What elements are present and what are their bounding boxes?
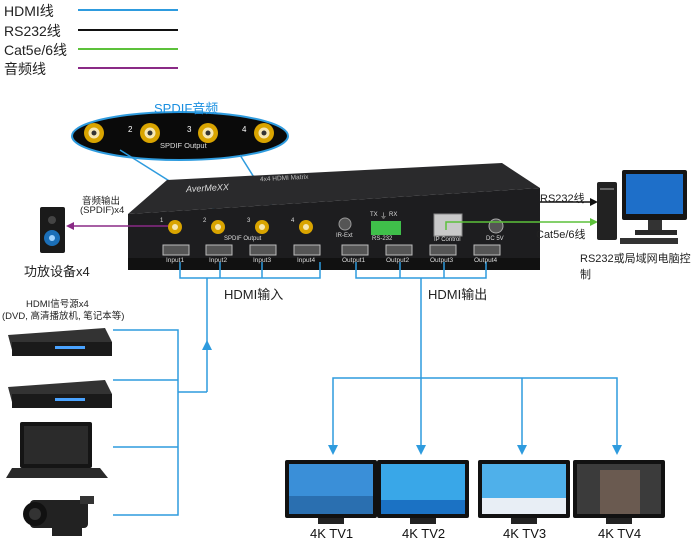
device-output-1: Output1 [342,257,366,264]
device-dc-jack [488,218,504,234]
pc-control-label: RS232或局域网电脑控制 [580,253,691,281]
hdmi-out-label: HDMI输出 [428,287,488,302]
spdif-num-2: 2 [128,125,133,134]
spdif-rca-1 [84,123,104,143]
tv-4-label: 4K TV4 [598,526,642,541]
device-front-face [128,188,540,262]
pc-icon [597,170,687,244]
device-input-3: Input3 [253,257,272,264]
rs232-wire-label: RS232线 [540,193,585,205]
cat-wire [445,218,598,230]
device-dc-label: DC 5V [486,236,504,242]
sources-title: HDMI信号源x4 [26,299,89,310]
spdif-rca-4 [254,123,274,143]
cat-wire-label: Cat5e/6线 [536,229,586,241]
device-rs232-terminal [371,221,401,235]
device-input-1: Input1 [166,257,185,264]
legend-hdmi-label: HDMI线 [4,3,54,19]
legend-rs232-label: RS232线 [4,23,61,39]
hdmi-output-wires [332,262,618,448]
spdif-callout [71,111,293,239]
sources-sub: (DVD, 高清播放机, 笔记本等) [2,311,125,322]
source-laptop [6,422,108,478]
spdif-num-4: 4 [242,125,247,134]
spdif-num-3: 3 [187,125,192,134]
tv-2-icon [377,460,469,524]
spdif-panel-label: SPDIF Output [160,141,207,150]
audio-wire [66,222,168,230]
audio-out-label: 音频输出 [82,196,121,207]
spdif-title: SPDIF音频 [154,101,219,116]
amplifier-label: 功放设备x4 [24,264,90,279]
device-ip-label: IP Control [434,237,461,243]
device-ir-label: IR-Ext [336,233,353,239]
device-ip-port [433,213,463,237]
device-output-3: Output3 [430,257,454,264]
tv-3-label: 4K TV3 [503,526,547,541]
tv-2-label: 4K TV2 [402,526,446,541]
device-rs232-gnd: ⏚ [380,213,387,220]
device-ir-jack [338,217,352,231]
hdmi-input-arrow [202,340,212,350]
device-output-2: Output2 [386,257,410,264]
device-input-4: Input4 [297,257,316,264]
device-rca-label: SPDIF Output [224,236,262,242]
tv-1-label: 4K TV1 [310,526,354,541]
device-bottom-edge [128,258,540,270]
device-rs232-rx: RX [389,212,398,218]
device-top-face [128,163,540,214]
device-rs232-tx: TX [370,212,378,218]
hdmi-input-wires [113,262,321,516]
device-rs232-label: RS-232 [372,236,393,242]
device-rca-row [168,220,313,234]
source-camcorder [23,496,94,536]
device-output-4: Output4 [474,257,498,264]
legend-audio-label: 音频线 [4,61,46,77]
device-input-2: Input2 [209,257,228,264]
device-hdmi-ports [162,244,501,256]
spdif-ellipse [71,111,289,161]
spdif-rca-2 [140,123,160,143]
hdmi-in-label: HDMI输入 [224,287,284,302]
tv-1-icon [285,460,377,524]
device-rca-num-1: 1 [160,218,164,224]
device-rca-num-3: 3 [247,218,251,224]
amplifier-icon [40,207,65,253]
legend-swatches [78,9,178,69]
matrix-device [128,163,540,270]
tv-4-icon [573,460,665,524]
audio-out-sub: (SPDIF)x4 [80,205,125,216]
rs232-wire [540,198,598,206]
hdmi-output-arrows [328,445,622,455]
legend-cat-label: Cat5e/6线 [4,42,68,58]
source-dvd-1 [8,328,112,356]
tv-3-icon [478,460,570,524]
device-rca-num-4: 4 [291,218,295,224]
device-rca-num-2: 2 [203,218,207,224]
source-dvd-2 [8,380,112,408]
spdif-rca-3 [198,123,218,143]
